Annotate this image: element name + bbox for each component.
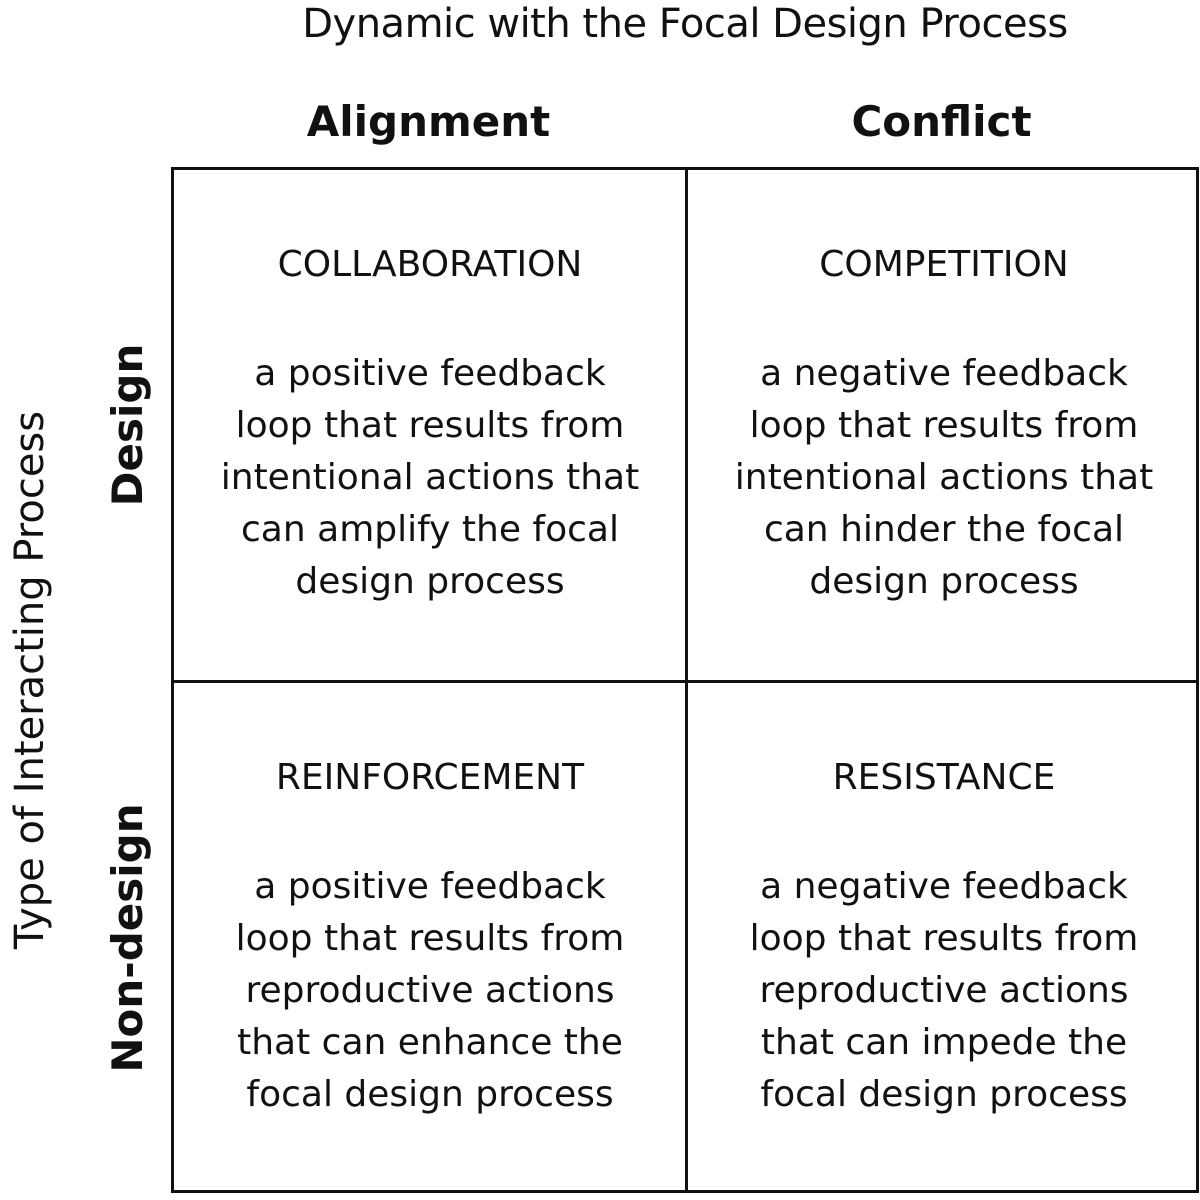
row-header-non-design: Non-design — [103, 803, 152, 1073]
description-line: that can enhance the — [237, 1022, 623, 1063]
description-line: loop that results from — [749, 918, 1139, 959]
cell-description: a negative feedback loop that results fr… — [708, 861, 1180, 1121]
row-header-design: Design — [103, 343, 152, 507]
description-line: design process — [809, 561, 1079, 602]
grid-divider-horizontal — [174, 680, 1196, 683]
description-line: intentional actions that — [220, 457, 640, 498]
cell-description: a negative feedback loop that results fr… — [708, 348, 1180, 608]
diagram-title: Dynamic with the Focal Design Process — [302, 1, 1068, 47]
description-line: can hinder the focal — [763, 509, 1125, 550]
description-line: that can impede the — [760, 1022, 1128, 1063]
cell-competition: COMPETITION a negative feedback loop tha… — [688, 170, 1200, 682]
description-line: a positive feedback — [254, 866, 606, 907]
description-line: focal design process — [246, 1074, 614, 1115]
description-line: loop that results from — [235, 405, 625, 446]
cell-collaboration: COLLABORATION a positive feedback loop t… — [174, 170, 686, 682]
column-header-conflict: Conflict — [851, 97, 1032, 146]
description-line: reproductive actions — [759, 970, 1129, 1011]
column-header-alignment: Alignment — [306, 97, 551, 146]
description-line: intentional actions that — [734, 457, 1154, 498]
cell-title: COLLABORATION — [277, 244, 583, 285]
description-line: design process — [295, 561, 565, 602]
cell-title: RESISTANCE — [832, 757, 1056, 798]
cell-reinforcement: REINFORCEMENT a positive feedback loop t… — [174, 683, 686, 1195]
y-axis-title: Type of Interacting Process — [7, 410, 53, 950]
description-line: loop that results from — [749, 405, 1139, 446]
description-line: a negative feedback — [760, 866, 1128, 907]
description-line: focal design process — [760, 1074, 1128, 1115]
description-line: reproductive actions — [245, 970, 615, 1011]
cell-title: REINFORCEMENT — [275, 757, 585, 798]
cell-description: a positive feedback loop that results fr… — [194, 348, 666, 608]
cell-title: COMPETITION — [819, 244, 1069, 285]
description-line: can amplify the focal — [241, 509, 619, 550]
cell-description: a positive feedback loop that results fr… — [194, 861, 666, 1121]
cell-resistance: RESISTANCE a negative feedback loop that… — [688, 683, 1200, 1195]
description-line: loop that results from — [235, 918, 625, 959]
description-line: a positive feedback — [254, 353, 606, 394]
description-line: a negative feedback — [760, 353, 1128, 394]
matrix-grid: COLLABORATION a positive feedback loop t… — [171, 167, 1199, 1193]
